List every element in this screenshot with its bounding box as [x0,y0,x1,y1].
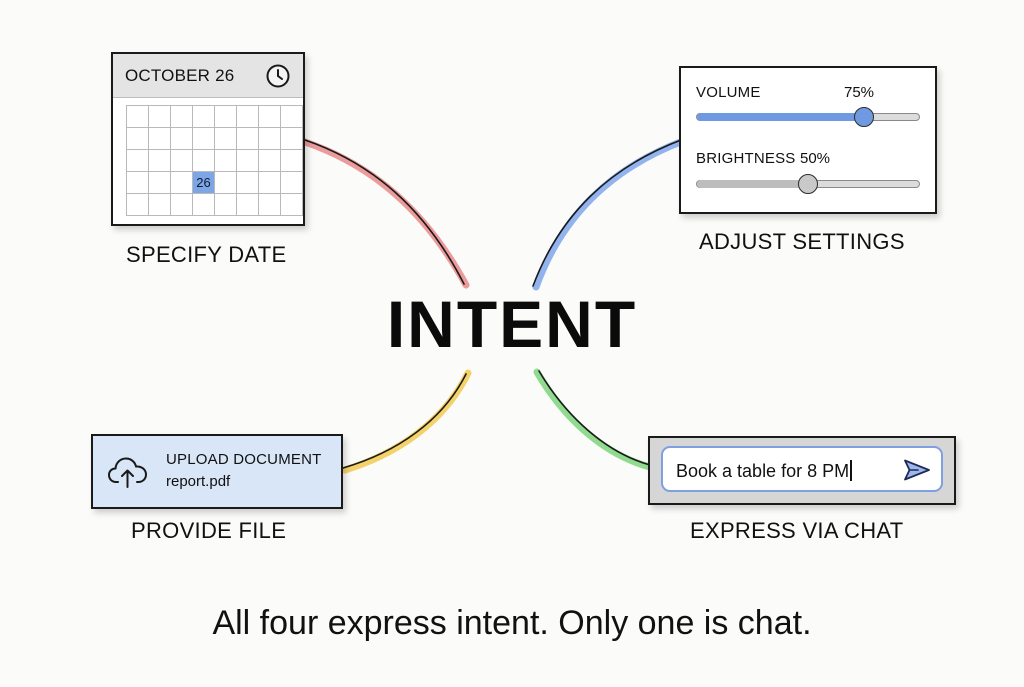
calendar-day-cell[interactable] [149,172,171,194]
upload-document-widget[interactable]: UPLOAD DOCUMENT report.pdf [91,434,343,509]
calendar-day-cell[interactable] [127,128,149,150]
upload-title: UPLOAD DOCUMENT [166,451,322,468]
calendar-day-cell[interactable] [193,150,215,172]
calendar-day-cell[interactable] [171,194,193,216]
tagline: All four express intent. Only one is cha… [212,604,812,642]
calendar-day-cell[interactable] [281,194,303,216]
calendar-day-cell[interactable] [127,106,149,128]
calendar-day-cell[interactable] [193,106,215,128]
calendar-day-cell[interactable] [259,150,281,172]
calendar-day-cell[interactable] [237,194,259,216]
intent-title: INTENT [386,287,638,361]
settings-panel: VOLUME 75% BRIGHTNESS 50% [679,66,937,214]
calendar-header: OCTOBER 26 [113,54,303,98]
calendar-day-cell[interactable] [127,172,149,194]
calendar-day-cell[interactable] [149,128,171,150]
volume-slider[interactable] [696,107,920,127]
calendar-day-cell[interactable] [281,106,303,128]
calendar-day-cell[interactable] [281,128,303,150]
connector-chat [533,368,654,471]
calendar-day-cell[interactable] [281,150,303,172]
calendar-day-cell[interactable] [215,172,237,194]
calendar-day-cell[interactable] [281,172,303,194]
volume-label: VOLUME [696,84,761,101]
calendar-widget[interactable]: OCTOBER 26 26 [111,52,305,226]
brightness-slider-thumb[interactable] [798,174,818,194]
send-icon[interactable] [903,458,931,482]
caption-adjust-settings: ADJUST SETTINGS [699,229,905,254]
calendar-selected-day[interactable]: 26 [193,172,215,194]
calendar-day-cell[interactable] [171,172,193,194]
caption-express-via-chat: EXPRESS VIA CHAT [690,518,904,543]
calendar-day-cell[interactable] [171,128,193,150]
text-caret [850,460,852,481]
calendar-day-cell[interactable] [237,172,259,194]
calendar-day-cell[interactable] [259,194,281,216]
calendar-day-cell[interactable] [237,150,259,172]
cloud-upload-icon[interactable] [107,452,149,490]
chat-input-text: Book a table for 8 PM [676,460,852,482]
brightness-value: 50% [800,150,831,167]
calendar-day-cell[interactable] [149,150,171,172]
calendar-day-cell[interactable] [215,150,237,172]
calendar-grid[interactable]: 26 [126,105,303,216]
clock-icon[interactable] [265,63,291,89]
volume-slider-thumb[interactable] [853,107,874,127]
calendar-month-title: OCTOBER 26 [125,65,235,85]
calendar-day-cell[interactable] [127,150,149,172]
brightness-slider-fill [697,180,808,188]
brightness-slider[interactable] [696,174,920,194]
connector-file [341,369,472,474]
caption-provide-file: PROVIDE FILE [131,518,287,543]
calendar-day-cell[interactable] [259,172,281,194]
calendar-day-cell[interactable] [215,128,237,150]
volume-slider-fill [697,113,864,121]
calendar-day-cell[interactable] [237,106,259,128]
chat-widget: Book a table for 8 PM [648,436,956,505]
calendar-day-cell[interactable] [237,128,259,150]
calendar-day-cell[interactable] [149,106,171,128]
caption-specify-date: SPECIFY DATE [126,242,287,267]
calendar-day-cell[interactable] [149,194,171,216]
calendar-day-cell[interactable] [171,150,193,172]
upload-file-name: report.pdf [166,473,231,490]
connector-settings [532,137,687,291]
calendar-day-cell[interactable] [259,106,281,128]
volume-value: 75% [844,84,875,101]
calendar-day-cell[interactable] [215,194,237,216]
calendar-day-cell[interactable] [171,106,193,128]
connector-date [301,138,470,289]
chat-input[interactable]: Book a table for 8 PM [661,446,943,492]
calendar-day-cell[interactable] [193,194,215,216]
calendar-day-cell[interactable] [193,128,215,150]
brightness-label: BRIGHTNESS [696,150,796,167]
calendar-day-cell[interactable] [215,106,237,128]
calendar-day-cell[interactable] [127,194,149,216]
calendar-day-cell[interactable] [259,128,281,150]
